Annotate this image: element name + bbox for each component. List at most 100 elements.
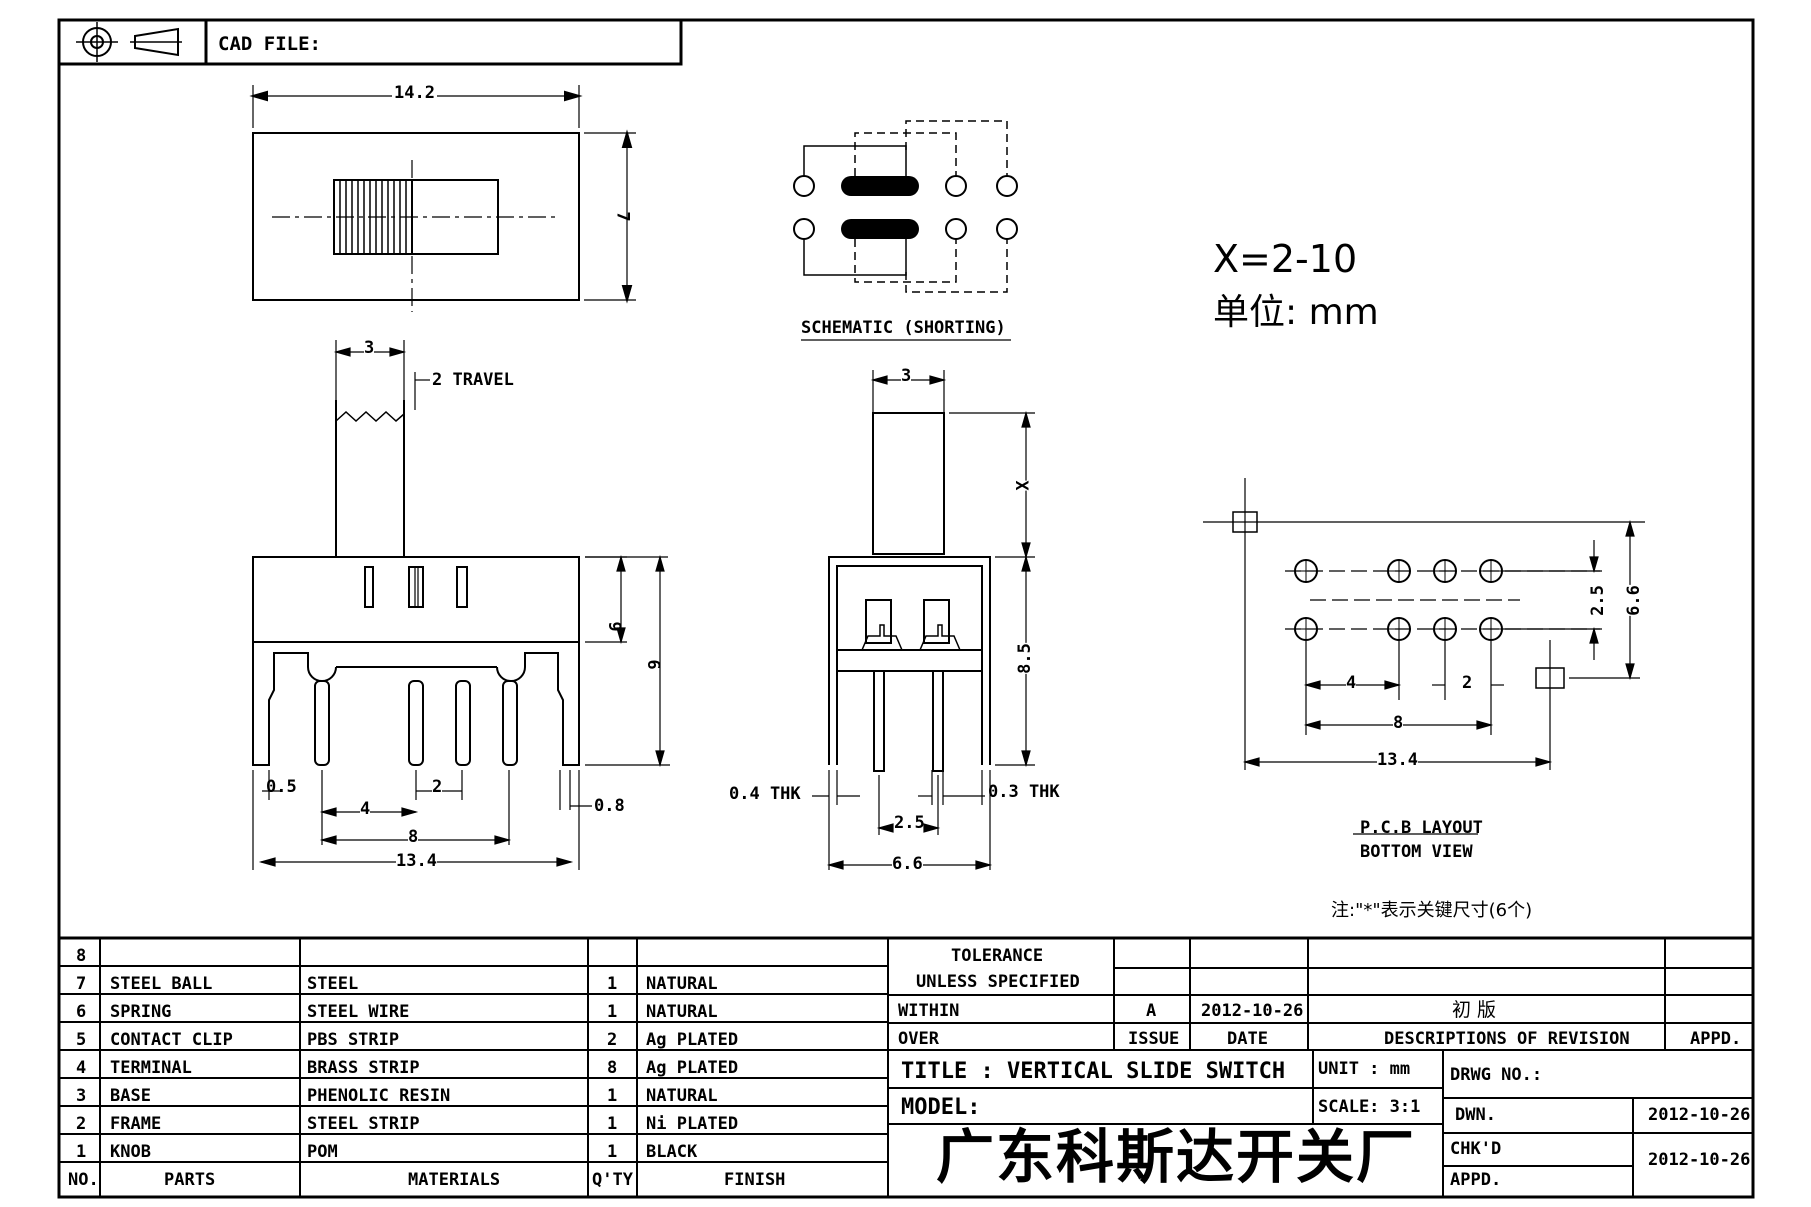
row-qty: 1 xyxy=(607,974,618,994)
title-block-grid xyxy=(59,936,1753,1197)
row-qty: 1 xyxy=(607,1086,618,1106)
drwg-no-label: DRWG NO.: xyxy=(1450,1065,1543,1085)
schematic-diagram xyxy=(793,120,1018,341)
dim-side-6: 6 xyxy=(606,621,627,632)
header-box xyxy=(57,18,683,66)
row-qty: 1 xyxy=(607,1142,618,1162)
chkd-label: CHK'D xyxy=(1450,1139,1502,1159)
dwn-label: DWN. xyxy=(1455,1105,1496,1125)
row-qty: 1 xyxy=(607,1114,618,1134)
cad-file-label: CAD FILE: xyxy=(218,33,321,55)
row-qty: 2 xyxy=(607,1030,618,1050)
row-part: BASE xyxy=(110,1086,151,1106)
dim-front-85: 8.5 xyxy=(1014,643,1035,674)
row-finish: Ag PLATED xyxy=(646,1058,739,1078)
dim-side-4: 4 xyxy=(360,799,371,819)
dim-front-04: 0.4 THK xyxy=(729,784,801,804)
dim-front-66: 6.6 xyxy=(892,854,923,874)
descriptions-label: DESCRIPTIONS OF REVISION xyxy=(1384,1029,1630,1049)
sheet-border xyxy=(57,18,1755,1199)
row-part: STEEL BALL xyxy=(110,974,213,994)
revision-value: 初 版 xyxy=(1452,999,1497,1021)
bottom-view-label: BOTTOM VIEW xyxy=(1360,842,1473,862)
header-parts: PARTS xyxy=(164,1170,216,1190)
pcb-layout xyxy=(1203,478,1645,835)
row-no: 3 xyxy=(76,1086,87,1106)
unit-note: 单位: mm xyxy=(1213,292,1379,333)
dim-side-08: 0.8 xyxy=(594,796,625,816)
issue-value: A xyxy=(1146,1001,1157,1021)
date-value: 2012-10-26 xyxy=(1201,1001,1304,1021)
row-material: STEEL xyxy=(307,974,359,994)
row-no: 2 xyxy=(76,1114,87,1134)
company-name: 广东科斯达开关厂 xyxy=(936,1123,1417,1191)
row-part: CONTACT CLIP xyxy=(110,1030,233,1050)
row-material: POM xyxy=(307,1142,338,1162)
dwn-date: 2012-10-26 xyxy=(1648,1105,1751,1125)
dim-travel: 2 TRAVEL xyxy=(432,370,514,390)
row-material: PBS STRIP xyxy=(307,1030,400,1050)
row-material: PHENOLIC RESIN xyxy=(307,1086,451,1106)
tolerance-label: TOLERANCE xyxy=(951,946,1044,966)
row-part: TERMINAL xyxy=(110,1058,192,1078)
dim-pcb-134: 13.4 xyxy=(1377,750,1418,770)
row-finish: Ni PLATED xyxy=(646,1114,739,1134)
dim-pcb-2: 2 xyxy=(1462,673,1473,693)
chkd-date: 2012-10-26 xyxy=(1648,1150,1751,1170)
row-material: STEEL WIRE xyxy=(307,1002,410,1022)
projection-symbol-icon xyxy=(76,22,182,62)
row-finish: NATURAL xyxy=(646,974,718,994)
row-qty: 1 xyxy=(607,1002,618,1022)
within-label: WITHIN xyxy=(898,1001,960,1021)
row-no: 6 xyxy=(76,1002,87,1022)
row-qty: 8 xyxy=(607,1058,618,1078)
header-no: NO. xyxy=(68,1170,99,1190)
scale-label: SCALE: 3:1 xyxy=(1318,1097,1421,1117)
row-part: KNOB xyxy=(110,1142,151,1162)
row-no: 8 xyxy=(76,946,87,966)
dim-pcb-8: 8 xyxy=(1393,713,1404,733)
dim-pcb-66: 6.6 xyxy=(1623,585,1644,616)
row-no: 5 xyxy=(76,1030,87,1050)
row-material: STEEL STRIP xyxy=(307,1114,420,1134)
header-materials: MATERIALS xyxy=(408,1170,501,1190)
date-label: DATE xyxy=(1227,1029,1268,1049)
issue-label: ISSUE xyxy=(1128,1029,1180,1049)
row-no: 4 xyxy=(76,1058,87,1078)
side-view xyxy=(252,340,670,870)
dim-side-2: 2 xyxy=(432,777,443,797)
unless-specified-label: UNLESS SPECIFIED xyxy=(916,972,1080,992)
dim-side-05: 0.5 xyxy=(266,777,297,797)
top-view xyxy=(249,85,636,312)
row-finish: NATURAL xyxy=(646,1086,718,1106)
front-view xyxy=(812,370,1035,870)
x-range-note: X=2-10 xyxy=(1213,237,1358,281)
dim-top-width: 14.2 xyxy=(392,83,437,103)
dim-front-3: 3 xyxy=(901,366,912,386)
dim-pcb-4: 4 xyxy=(1346,673,1357,693)
header-qty: Q'TY xyxy=(592,1170,633,1190)
appd2-label: APPD. xyxy=(1450,1170,1502,1190)
appd-label: APPD. xyxy=(1690,1029,1742,1049)
pcb-layout-label: P.C.B LAYOUT xyxy=(1360,818,1483,838)
dim-side-3: 3 xyxy=(364,338,375,358)
dim-side-134: 13.4 xyxy=(396,851,437,871)
dim-top-height: 7 xyxy=(612,211,633,222)
row-no: 7 xyxy=(76,974,87,994)
key-dimension-note: 注:"*"表示关键尺寸(6个) xyxy=(1331,900,1533,921)
row-part: SPRING xyxy=(110,1002,172,1022)
dim-front-25: 2.5 xyxy=(894,813,925,833)
row-finish: Ag PLATED xyxy=(646,1030,739,1050)
schematic-label: SCHEMATIC (SHORTING) xyxy=(801,318,1006,338)
model-label: MODEL: xyxy=(901,1095,981,1120)
header-finish: FINISH xyxy=(724,1170,786,1190)
row-finish: NATURAL xyxy=(646,1002,718,1022)
dim-pcb-25: 2.5 xyxy=(1587,585,1608,616)
dim-front-x: X xyxy=(1013,480,1034,491)
dim-side-9: 9 xyxy=(645,659,666,670)
over-label: OVER xyxy=(898,1029,939,1049)
row-part: FRAME xyxy=(110,1114,162,1134)
dim-front-03: 0.3 THK xyxy=(988,782,1060,802)
